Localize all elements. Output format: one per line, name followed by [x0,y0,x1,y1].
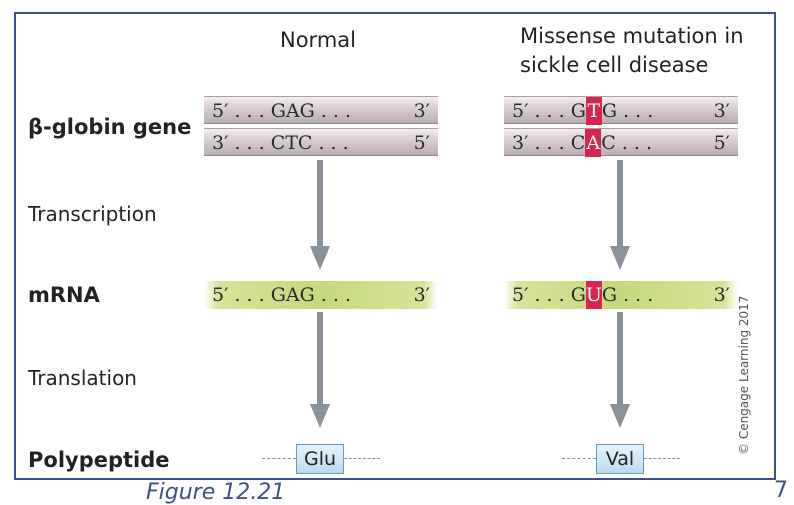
dna-sequence: C . . . [601,132,653,154]
figure-caption: Figure 12.21 [146,480,286,505]
five-prime-label: 5′ [512,100,529,122]
five-prime-label: 5′ [212,100,229,122]
peptide-chain-left [562,458,596,459]
mutant-polypeptide: Val [562,444,680,474]
mutated-base: T [585,97,602,125]
row-label-polypeptide: Polypeptide [28,448,170,472]
normal-dna-template-strand: 3′ . . . CTC . . . 5′ [204,128,438,156]
mrna-sequence: G . . . [601,284,654,306]
normal-polypeptide: Glu [262,444,380,474]
row-label-gene: β-globin gene [28,115,192,139]
peptide-chain-right [344,458,380,459]
three-prime-label: 3′ [512,132,529,154]
normal-dna-coding-strand: 5′ . . . GAG . . . 3′ [204,96,438,124]
figure-frame: Normal Missense mutation in sickle cell … [14,12,776,480]
three-prime-label: 3′ [413,284,430,306]
peptide-chain-right [644,458,680,459]
three-prime-label: 3′ [713,100,730,122]
five-prime-label: 5′ [212,284,229,306]
mutation-column-header-line2: sickle cell disease [520,53,709,77]
normal-translation-arrow [310,312,330,428]
row-label-translation: Translation [28,366,137,390]
mutant-dna-template-strand: 3′ . . . CAC . . . 5′ [504,128,738,157]
mutant-mrna-strand: 5′ . . . GUG . . . 3′ [504,281,738,309]
mutation-column-header-line1: Missense mutation in [520,24,744,48]
dna-sequence: . . . C [534,132,586,154]
three-prime-label: 3′ [713,284,730,306]
dna-sequence: . . . GAG . . . [234,100,352,122]
dna-sequence: . . . G [534,100,586,122]
normal-mrna-strand: 5′ . . . GAG . . . 3′ [204,281,438,309]
row-label-transcription: Transcription [28,202,157,226]
normal-column-header: Normal [280,28,356,52]
dna-sequence: . . . CTC . . . [234,132,349,154]
amino-acid-glu: Glu [296,444,344,474]
row-label-mrna: mRNA [28,283,100,307]
normal-transcription-arrow [310,160,330,270]
five-prime-label: 5′ [512,284,529,306]
dna-sequence: G . . . [601,100,654,122]
mutated-base: U [585,281,602,309]
peptide-chain-left [262,458,296,459]
mrna-sequence: . . . G [534,284,586,306]
mutated-base: A [585,129,602,157]
three-prime-label: 3′ [413,100,430,122]
page-number: 7 [774,478,788,503]
copyright-credit: © Cengage Learning 2017 [737,295,751,455]
three-prime-label: 3′ [212,132,229,154]
amino-acid-val: Val [596,444,644,474]
mutant-translation-arrow [610,312,630,428]
mutant-dna-coding-strand: 5′ . . . GTG . . . 3′ [504,96,738,125]
mutant-transcription-arrow [610,160,630,270]
mrna-sequence: . . . GAG . . . [234,284,352,306]
five-prime-label: 5′ [413,132,430,154]
five-prime-label: 5′ [713,132,730,154]
